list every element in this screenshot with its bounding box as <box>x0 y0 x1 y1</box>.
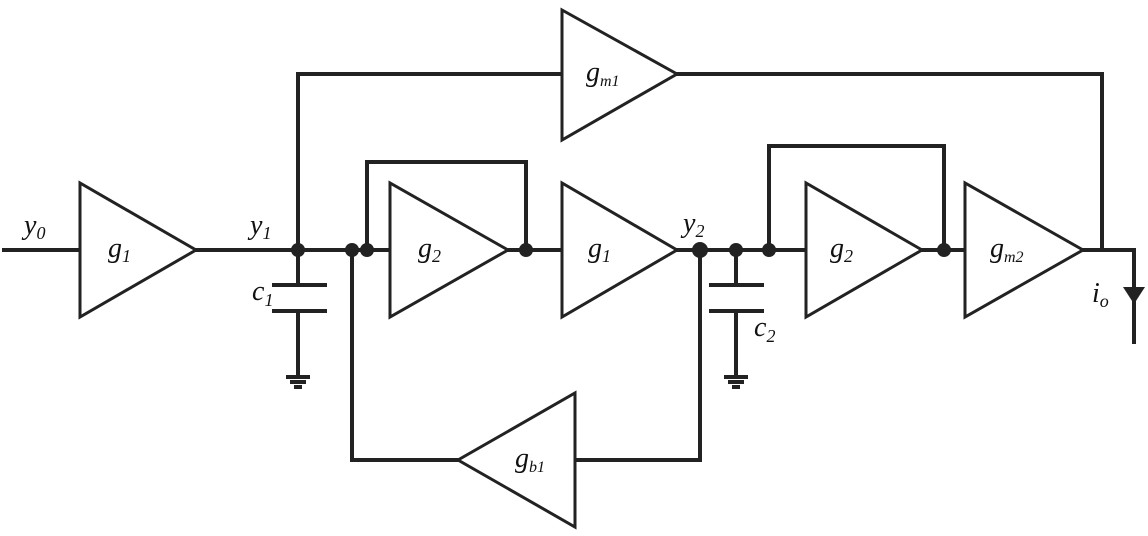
label-y1: y1 <box>247 210 271 243</box>
ground-icon <box>724 375 748 389</box>
gb1-output-wire <box>350 248 460 462</box>
output-arrow-icon <box>1123 287 1145 304</box>
junction-node <box>291 243 305 257</box>
junction-node <box>729 243 743 257</box>
gm1-input-wire <box>296 72 564 252</box>
label-gm2: gm2 <box>990 233 1024 266</box>
label-g1-input: g1 <box>108 233 131 266</box>
junction-node <box>360 243 374 257</box>
amplifier-g2-first <box>388 180 512 320</box>
amplifier-g2-second <box>804 180 925 320</box>
label-gb1: gb1 <box>515 443 545 476</box>
label-c2: c2 <box>754 312 775 346</box>
capacitor-c1 <box>272 248 327 389</box>
junction-node <box>345 243 359 257</box>
junction-node <box>937 243 951 257</box>
amplifier-gm1 <box>560 7 681 143</box>
capacitor-c2 <box>709 248 764 389</box>
junction-node <box>692 242 708 258</box>
label-y2: y2 <box>680 208 704 241</box>
label-g2-second: g2 <box>830 233 853 266</box>
amplifier-g1-input <box>78 180 199 320</box>
label-g1-second: g1 <box>588 233 611 266</box>
amplifier-g1-second <box>560 180 680 320</box>
label-c1: c1 <box>252 276 273 310</box>
gm1-output-wire <box>675 72 1104 252</box>
amplifier-gb1 <box>454 390 577 530</box>
gb1-input-wire <box>573 248 702 462</box>
amplifier-gm2 <box>963 180 1087 320</box>
label-io: io <box>1092 278 1109 311</box>
junction-node <box>519 243 533 257</box>
label-gm1: gm1 <box>586 57 620 90</box>
label-y0: y0 <box>21 210 45 243</box>
g2-first-feedback-loop <box>365 160 528 252</box>
junction-node <box>762 243 776 257</box>
g2-second-feedback-loop <box>767 144 946 252</box>
ground-icon <box>286 375 310 389</box>
label-g2-first: g2 <box>418 233 441 266</box>
junction-nodes <box>291 242 951 258</box>
